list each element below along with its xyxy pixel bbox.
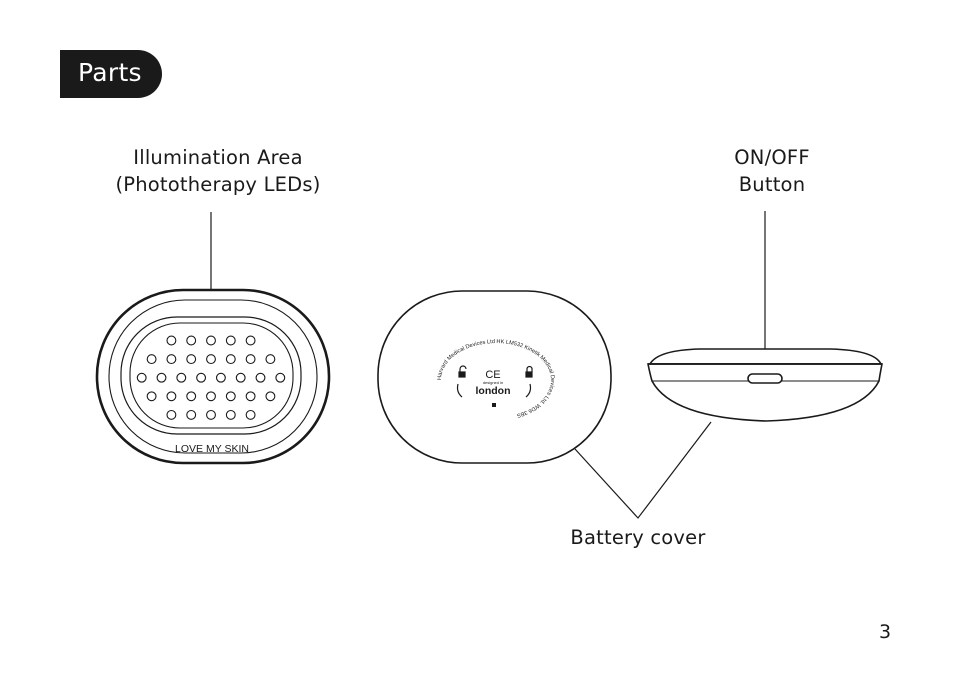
led-grid (136, 335, 286, 420)
device-side-body (647, 363, 883, 422)
illumination-area-label: Illumination Area (Phototherapy LEDs) (108, 144, 328, 198)
battery-cover-label: Battery cover (570, 526, 706, 549)
page-number: 3 (879, 621, 892, 643)
led-dot (235, 372, 246, 383)
page-title: Parts (78, 58, 142, 87)
unlock-icon (456, 365, 467, 398)
led-dot (166, 354, 177, 365)
ce-mark: CE (485, 369, 500, 381)
led-dot (186, 391, 197, 402)
illumination-area-inner (129, 322, 294, 429)
led-dot (245, 391, 256, 402)
device-side-top (648, 348, 883, 365)
led-dot (215, 372, 226, 383)
led-dot (206, 391, 216, 402)
led-dot (186, 335, 197, 346)
device-side-view (647, 348, 883, 422)
device-brand-text: LOVE MY SKIN (175, 443, 249, 455)
flag-icon (492, 403, 496, 407)
led-dot (206, 335, 216, 346)
led-dot (245, 354, 256, 365)
led-dot (166, 409, 177, 420)
onoff-label-line1: ON/OFF (734, 146, 810, 169)
illumination-area (120, 316, 302, 435)
logo-small-text: designed in (483, 380, 503, 385)
device-back-view: Harvard Medical Devices Ltd HK LM532 Kin… (377, 290, 612, 464)
led-dot (255, 372, 266, 383)
led-dot (206, 409, 216, 420)
device-front-outer-shell (95, 288, 331, 465)
led-dot (275, 372, 286, 383)
led-dot (166, 391, 177, 402)
battery-leader-line (574, 421, 712, 519)
onoff-button (747, 373, 783, 384)
onoff-label-line2: Button (738, 173, 806, 196)
led-dot (166, 335, 177, 346)
led-dot (176, 372, 187, 383)
illumination-label-line2: (Phototherapy LEDs) (115, 173, 321, 196)
led-dot (245, 335, 256, 346)
device-back-shell (377, 290, 612, 464)
led-dot (265, 354, 276, 365)
section-title-badge: Parts (60, 50, 162, 98)
led-dot (156, 372, 167, 383)
lock-icon (525, 365, 533, 398)
led-dot (265, 391, 276, 402)
led-dot (225, 391, 236, 402)
led-dot (186, 354, 197, 365)
led-dot (146, 391, 157, 402)
led-dot (206, 354, 216, 365)
led-dot (136, 372, 147, 383)
illumination-label-line1: Illumination Area (133, 146, 303, 169)
led-dot (245, 409, 256, 420)
device-front-view: LOVE MY SKIN (95, 288, 331, 465)
led-dot (225, 335, 236, 346)
led-dot (146, 354, 157, 365)
led-dot (196, 372, 207, 383)
device-front-inner-shell (108, 299, 318, 454)
led-dot (225, 409, 236, 420)
onoff-button-label: ON/OFF Button (702, 144, 842, 198)
led-dot (186, 409, 197, 420)
led-dot (225, 354, 236, 365)
london-logo: london (476, 385, 511, 397)
